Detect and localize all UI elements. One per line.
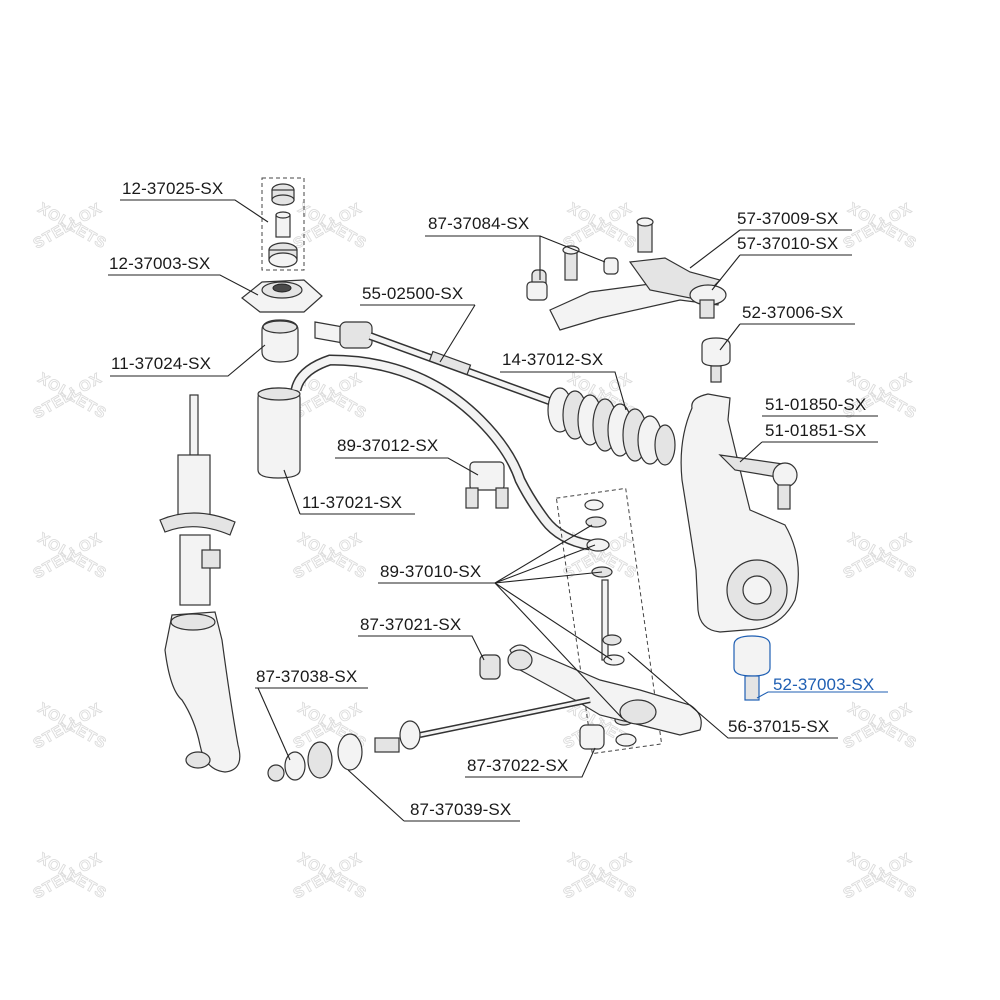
part-label-56-37015-SX[interactable]: 56-37015-SX [728,717,830,736]
part-label-87-37022-SX[interactable]: 87-37022-SX [467,756,569,775]
tie-rod-assembly [314,321,676,466]
part-label-14-37012-SX[interactable]: 14-37012-SX [502,350,604,369]
part-label-51-01850-SX[interactable]: 51-01850-SX [765,395,867,414]
upper-control-arm [526,217,731,383]
shock-absorber [159,394,241,773]
steering-knuckle [680,393,799,633]
part-label-57-37010-SX[interactable]: 57-37010-SX [737,234,839,253]
stabilizer-bar [290,354,592,551]
part-label-87-37039-SX[interactable]: 87-37039-SX [410,800,512,819]
leader-lines [108,199,888,822]
part-label-89-37012-SX[interactable]: 89-37012-SX [337,436,439,455]
part-label-87-37038-SX[interactable]: 87-37038-SX [256,667,358,686]
part-label-12-37003-SX[interactable]: 12-37003-SX [109,254,211,273]
part-label-55-02500-SX[interactable]: 55-02500-SX [362,284,464,303]
part-label-87-37084-SX[interactable]: 87-37084-SX [428,214,530,233]
strut-mount-group [241,177,323,479]
lower-ball-joint [733,635,771,701]
part-label-11-37021-SX[interactable]: 11-37021-SX [302,493,403,512]
part-label-52-37006-SX[interactable]: 52-37006-SX [742,303,844,322]
part-label-57-37009-SX[interactable]: 57-37009-SX [737,209,839,228]
part-label-12-37025-SX[interactable]: 12-37025-SX [122,179,224,198]
part-label-11-37024-SX[interactable]: 11-37024-SX [111,354,212,373]
lower-control-arm [267,644,702,782]
part-label-51-01851-SX[interactable]: 51-01851-SX [765,421,867,440]
bushing-kit-dashed-frame [261,177,305,271]
part-label-52-37003-SX[interactable]: 52-37003-SX [773,675,875,694]
part-label-87-37021-SX[interactable]: 87-37021-SX [360,615,462,634]
part-label-89-37010-SX[interactable]: 89-37010-SX [380,562,482,581]
